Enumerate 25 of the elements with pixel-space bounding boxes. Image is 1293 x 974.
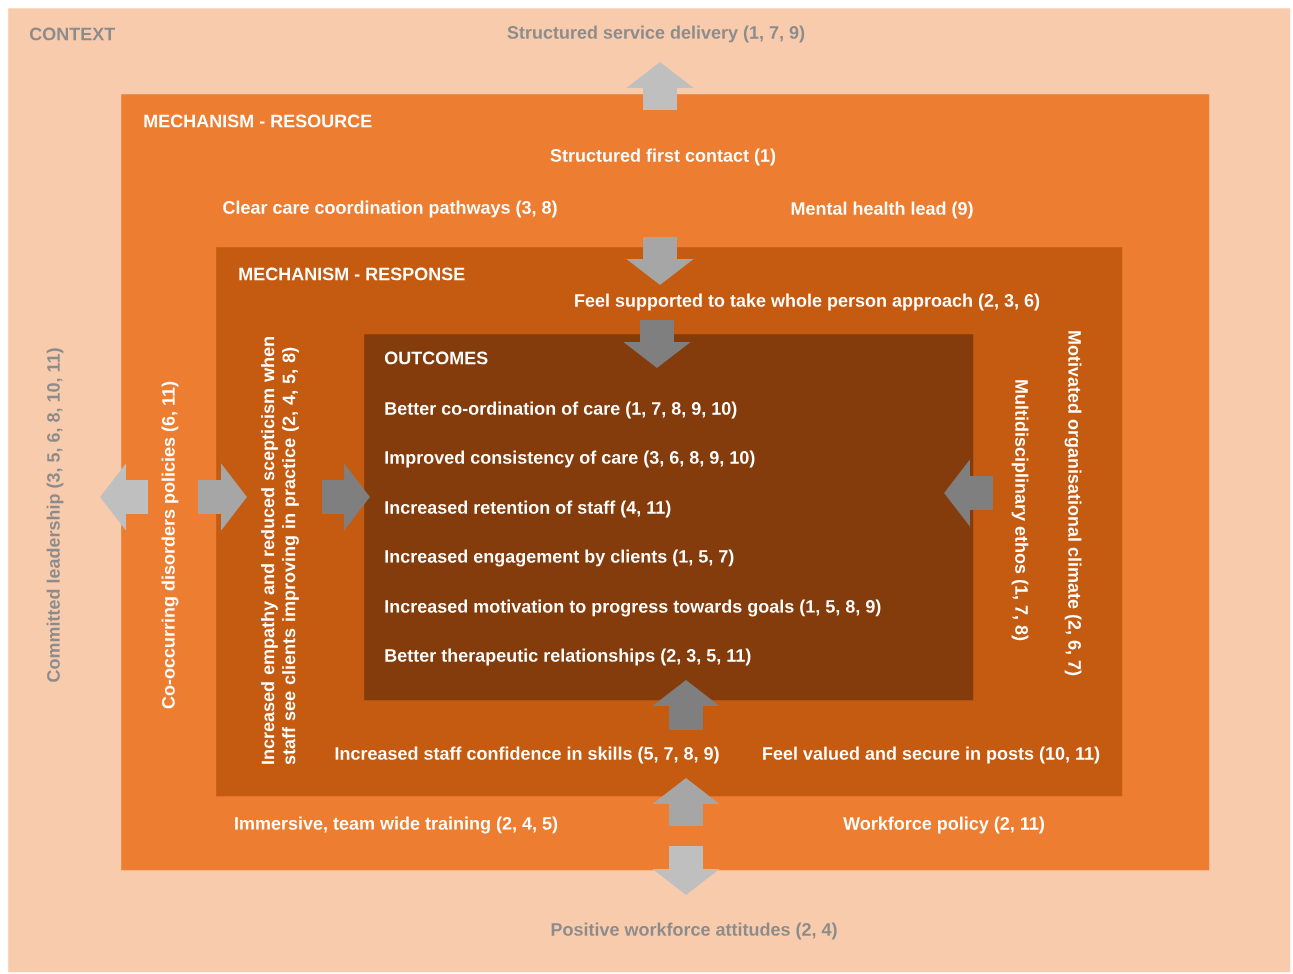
- outcome-item: Better co-ordination of care (1, 7, 8, 9, 10): [385, 401, 737, 419]
- factor-label: Workforce policy (2, 11): [843, 816, 1044, 834]
- factor-label: Structured service delivery (1, 7, 9): [507, 25, 805, 43]
- outcome-item: Improved consistency of care (3, 6, 8, 9, 10): [385, 450, 755, 468]
- factor-label: Immersive, team wide training (2, 4, 5): [235, 816, 558, 834]
- outcome-item: Increased engagement by clients (1, 5, 7): [385, 549, 734, 567]
- factor-label: Co-occurring disorders policies (6, 11): [161, 381, 179, 709]
- factor-label: Feel supported to take whole person approach (2, 3, 6): [575, 293, 1040, 311]
- outcome-item: Better therapeutic relationships (2, 3, 5, 11): [385, 648, 751, 666]
- factor-label: Feel valued and secure in posts (10, 11): [763, 746, 1100, 764]
- factor-label: Mental health lead (9): [791, 201, 973, 219]
- panel-title: MECHANISM - RESOURCE: [144, 114, 372, 128]
- factor-label: Structured first contact (1): [550, 148, 776, 166]
- factor-label: Positive workforce attitudes (2, 4): [551, 922, 837, 940]
- outcome-item: Increased motivation to progress towards goals (1, 5, 8, 9): [385, 599, 881, 617]
- outcome-item: Increased retention of staff (4, 11): [385, 500, 671, 518]
- factor-label: Committed leadership (3, 5, 6, 8, 10, 11): [46, 348, 64, 682]
- factor-label: Increased staff confidence in skills (5, 7, 8, 9): [335, 746, 719, 764]
- panel-title: OUTCOMES: [384, 351, 488, 365]
- factor-label: Increased empathy and reduced scepticism when staff see clients improving in practice (2, 4, 5, 8): [261, 337, 299, 765]
- panel-title: MECHANISM - RESPONSE: [239, 267, 465, 281]
- factor-label: Clear care coordination pathways (3, 8): [223, 200, 557, 218]
- factor-label: Multidisciplinary ethos (1, 7, 8): [1011, 380, 1029, 641]
- panel-title: CONTEXT: [29, 27, 115, 41]
- factor-label: Motivated organisational climate (2, 6, 7): [1064, 331, 1082, 676]
